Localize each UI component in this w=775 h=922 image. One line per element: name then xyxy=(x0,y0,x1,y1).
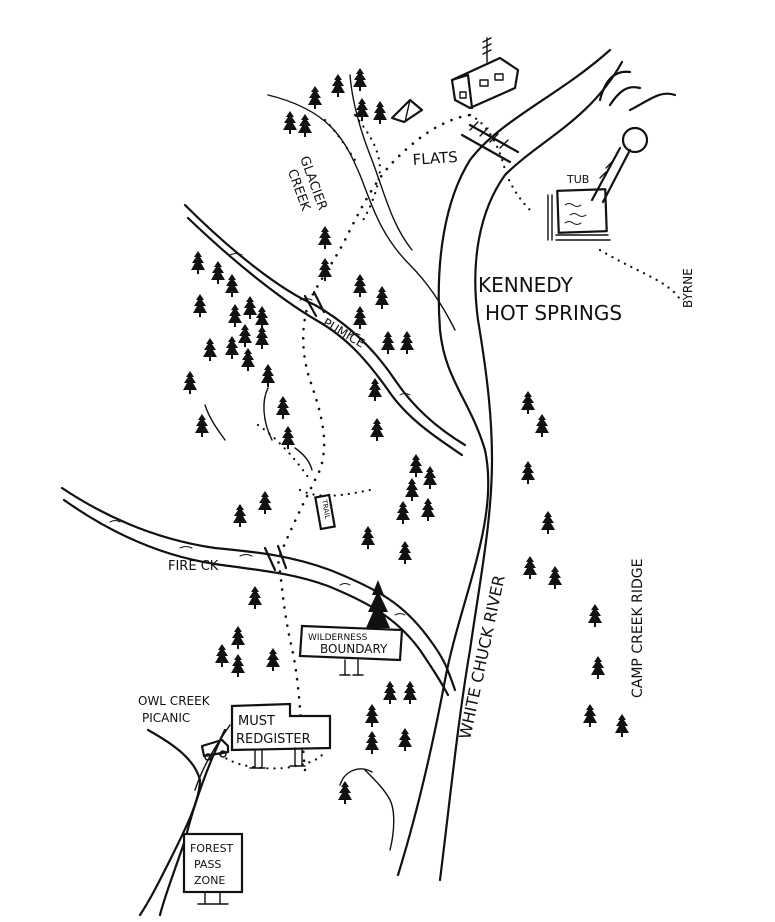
label-tub: TUB xyxy=(566,173,589,186)
must-register-line1: MUST xyxy=(238,714,275,729)
must-register-line2: REDGISTER xyxy=(236,732,311,747)
bridge-flats xyxy=(460,121,520,164)
label-glacier-creek: GLACIER CREEK xyxy=(281,154,331,222)
label-camp-creek-ridge: CAMP CREEK RIDGE xyxy=(630,559,646,698)
ranger-cabin xyxy=(450,37,520,110)
forest-pass-line3: ZONE xyxy=(194,874,225,887)
tent-icon xyxy=(390,98,424,124)
label-white-chuck-river: WHITE CHUCK RIVER xyxy=(455,573,508,741)
label-fire-ck: FIRE CK xyxy=(168,559,219,574)
forest-pass-line1: FOREST xyxy=(190,842,234,855)
white-chuck-river xyxy=(396,48,624,882)
bridge-fire-creek xyxy=(263,544,288,572)
hot-springs-tub xyxy=(547,126,649,241)
glacier-creek xyxy=(267,74,456,331)
main-trail xyxy=(213,113,682,772)
forest-pass-line2: PASS xyxy=(194,858,221,871)
small-streams xyxy=(204,387,313,471)
pumice-creek xyxy=(183,203,467,457)
label-owl-creek-picnic: OWL CREEK PICANIC xyxy=(138,694,213,725)
wilderness-boundary-sign: WILDERNESS BOUNDARY xyxy=(298,624,404,676)
trail-sign-text: TRAIL xyxy=(320,498,331,520)
label-flats: FLATS xyxy=(412,148,458,169)
wilderness-sign-line2: BOUNDARY xyxy=(320,642,388,656)
bridge-pumice xyxy=(303,290,326,318)
wilderness-sign-line1: WILDERNESS xyxy=(308,633,368,643)
label-byrne: BYRNE xyxy=(681,268,695,308)
hill-contour xyxy=(339,768,373,786)
fire-creek xyxy=(60,486,457,697)
must-register-sign: MUST REDGISTER xyxy=(230,702,332,769)
trail-signpost: TRAIL xyxy=(314,493,336,531)
car-icon xyxy=(200,738,230,761)
label-kennedy-hot-springs: KENNEDY HOT SPRINGS xyxy=(478,273,622,325)
forest-trees xyxy=(183,68,629,804)
mountain-ridges xyxy=(598,70,677,112)
forest-pass-zone-sign: FOREST PASS ZONE xyxy=(182,832,244,905)
